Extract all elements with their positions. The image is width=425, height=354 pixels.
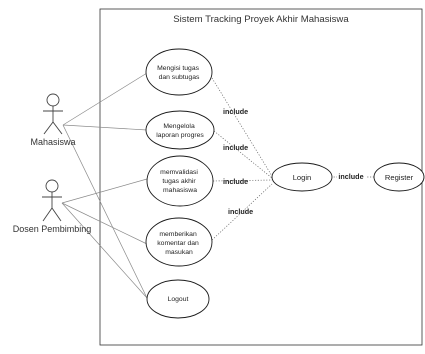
- use-case-logout[interactable]: Logout: [146, 279, 210, 319]
- include-label-login-register: include: [338, 172, 363, 181]
- use-case-ellipse: [373, 162, 425, 192]
- assoc-dosen-memberikan: [61, 202, 148, 245]
- use-case-label: Register: [385, 173, 414, 182]
- actor-head: [45, 179, 59, 193]
- include-label-bg: [337, 171, 366, 182]
- use-case-label: Login: [293, 173, 312, 182]
- use-case-label: memberikan komentar dan masukan: [157, 231, 200, 256]
- use-case-ellipse: [145, 48, 213, 96]
- use-case-register[interactable]: Register: [373, 162, 425, 192]
- assoc-dosen-memvalidasi: [61, 178, 148, 204]
- actor-head: [46, 93, 60, 107]
- use-case-label: memvalidasi tugas akhir mahasiswa: [160, 169, 200, 194]
- assoc-mahasiswa-mengisi: [62, 72, 148, 126]
- include-label-2: include: [223, 143, 248, 152]
- actor-left-leg: [42, 207, 53, 222]
- include-line-memberikan: [211, 183, 273, 241]
- use-case-memvalidasi[interactable]: memvalidasi tugas akhir mahasiswa: [146, 155, 214, 207]
- actor-right-leg: [51, 207, 62, 222]
- use-case-login[interactable]: Login: [271, 162, 333, 192]
- actor-left-leg: [43, 121, 54, 135]
- assoc-mahasiswa-mengelola: [62, 124, 148, 131]
- actor-dosen-pembimbing[interactable]: [42, 179, 62, 222]
- include-line-mengelola: [213, 130, 273, 179]
- use-case-label: Logout: [168, 296, 189, 303]
- use-case-mengelola-laporan[interactable]: Mengelola laporan progres: [145, 110, 215, 150]
- use-case-ellipse: [146, 155, 214, 207]
- actor-mahasiswa[interactable]: [43, 93, 63, 135]
- include-label-1: include: [223, 107, 248, 116]
- assoc-dosen-logout: [61, 202, 148, 299]
- include-label-4: include: [228, 207, 253, 216]
- association-lines: [61, 72, 148, 299]
- system-title: Sistem Tracking Proyek Akhir Mahasiswa: [173, 14, 349, 25]
- actor-right-leg: [52, 121, 63, 135]
- include-label-3: include: [223, 177, 248, 186]
- assoc-mahasiswa-logout: [62, 124, 148, 299]
- actor-label-mahasiswa: Mahasiswa: [30, 137, 75, 147]
- use-case-memberikan-komentar[interactable]: memberikan komentar dan masukan: [145, 217, 213, 267]
- use-case-mengisi-tugas[interactable]: Mengisi tugas dan subtugas: [145, 48, 213, 96]
- use-case-label: Mengelola laporan progres: [156, 123, 204, 139]
- use-case-label: Mengisi tugas dan subtugas: [157, 65, 201, 81]
- use-case-ellipse: [145, 110, 215, 150]
- use-case-ellipse: [145, 217, 213, 267]
- use-case-ellipse: [271, 162, 333, 192]
- actor-label-dosen: Dosen Pembimbing: [13, 224, 92, 234]
- use-case-ellipse: [146, 279, 210, 319]
- include-line-mengisi: [211, 77, 273, 177]
